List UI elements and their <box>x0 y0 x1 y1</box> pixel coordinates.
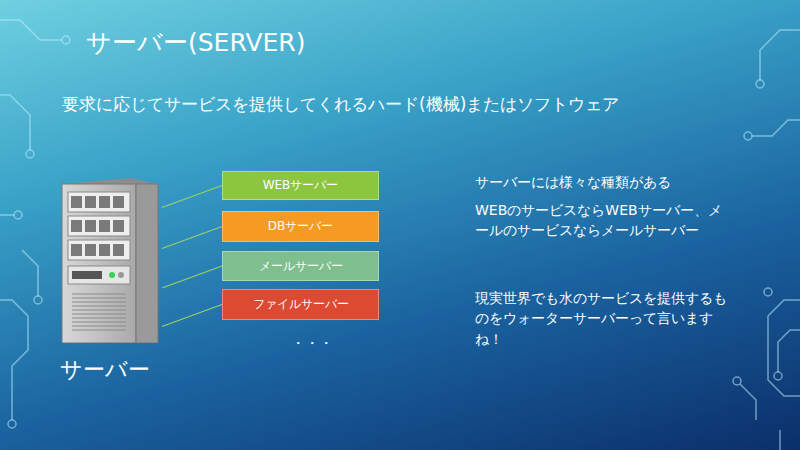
connector-line <box>162 266 222 288</box>
server-illustration <box>60 178 160 343</box>
server-type-box: DBサーバー <box>222 211 379 242</box>
note-text: サーバーには様々な種類がある <box>475 172 745 192</box>
box-label: WEBサーバー <box>263 177 339 194</box>
note-text: 現実世界でも水のサービスを提供するものをウォーターサーバーって言いますね！ <box>475 288 730 349</box>
box-label: メールサーバー <box>259 258 343 275</box>
note-text: WEBのサービスならWEBサーバー、メールのサービスならメールサーバー <box>475 200 730 241</box>
server-label: サーバー <box>60 355 164 385</box>
connector-line <box>162 227 222 249</box>
server-type-box: メールサーバー <box>222 251 379 281</box>
server-node: サーバー <box>60 178 164 385</box>
subtitle: 要求に応じてサービスを提供してくれるハード(機械)またはソフトウェア <box>62 92 782 117</box>
slide-title: サーバー(SERVER) <box>86 26 305 59</box>
ellipsis-dots: ・・・ <box>291 336 305 351</box>
server-type-box: ファイルサーバー <box>222 289 379 320</box>
connector-line <box>162 305 222 327</box>
box-label: DBサーバー <box>268 218 333 235</box>
server-type-box: WEBサーバー <box>222 171 379 200</box>
connector-line <box>162 186 222 208</box>
box-label: ファイルサーバー <box>253 296 349 313</box>
